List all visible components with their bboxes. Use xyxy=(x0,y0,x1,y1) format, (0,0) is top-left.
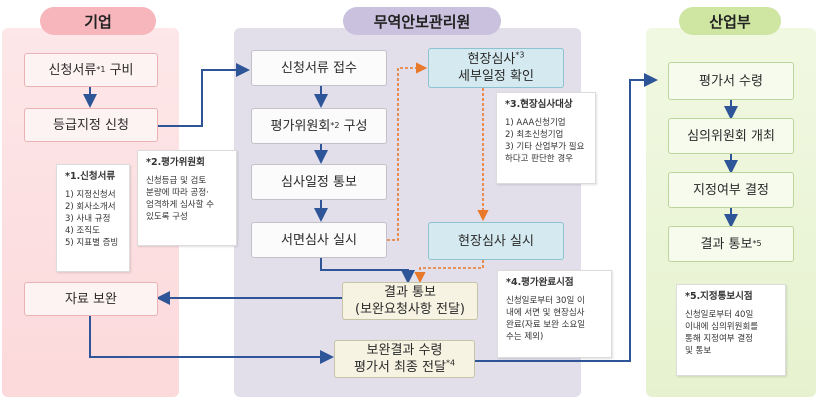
note-documents-line: 1) 지정신청서 xyxy=(65,190,116,200)
site-schedule-line2: 세부일정 확인 xyxy=(458,69,534,84)
docs-receive-text: 신청서류 접수 xyxy=(281,60,357,76)
site-schedule-line1: 현장심사 xyxy=(467,52,516,67)
eval-receive-text: 평가서 수령 xyxy=(699,73,763,89)
company-header: 기업 xyxy=(40,7,156,35)
result-notice-line2: (보완요청사항 전달) xyxy=(355,302,465,317)
note-eval-complete-line: 내에 서면 및 현장심사 xyxy=(506,308,585,318)
institute-header: 무역안보관리원 xyxy=(343,7,501,35)
arrow-apply-to-receive xyxy=(158,63,250,127)
written-review-text: 서면심사 실시 xyxy=(281,232,357,248)
note-eval-complete: *4.평가완료시점 신청일로부터 30일 이 내에 서면 및 현장심사 완료(자… xyxy=(497,270,612,358)
site-exec-text: 현장심사 실시 xyxy=(458,233,534,249)
note-eval-complete-title: *4.평가완료시점 xyxy=(506,277,574,288)
final-delivery-line2-wrap: 평가서 최종 전달*4 xyxy=(354,359,455,376)
note-site-target-line: 하다고 판단한 경우 xyxy=(505,154,573,164)
grade-apply-text: 등급지정 신청 xyxy=(53,117,129,133)
committee-form-text: 평가위원회 xyxy=(270,118,331,134)
note-documents-line: 2) 회사소개서 xyxy=(65,202,116,212)
note-committee-line: 엄격하게 심사할 수 xyxy=(146,200,214,210)
final-delivery-sup: *4 xyxy=(445,358,456,368)
result-notify-text: 결과 통보 xyxy=(700,236,753,252)
note-eval-complete-line: 수는 제외) xyxy=(506,332,544,342)
note-site-target-line: 2) 최초신청기업 xyxy=(505,130,564,140)
final-delivery-box: 보완결과 수령 평가서 최종 전달*4 xyxy=(334,340,475,378)
schedule-notify-text: 심사일정 통보 xyxy=(281,174,357,190)
ministry-header: 산업부 xyxy=(679,7,781,35)
note-committee-line: 신청등급 및 검토 xyxy=(146,176,207,186)
note-eval-complete-line: 신청일로부터 30일 이 xyxy=(506,296,585,306)
note-documents-line: 4) 조직도 xyxy=(65,226,100,236)
note-designation-line: 및 통보 xyxy=(685,346,712,356)
review-meeting-box: 심의위원회 개최 xyxy=(668,118,794,154)
data-supplement-text: 자료 보완 xyxy=(65,291,117,307)
site-exec-box: 현장심사 실시 xyxy=(428,222,564,260)
committee-form-box: 평가위원회*2 구성 xyxy=(251,108,387,144)
eval-receive-box: 평가서 수령 xyxy=(668,62,794,100)
data-supplement-box: 자료 보완 xyxy=(24,282,158,316)
result-notice-box: 결과 통보 (보완요청사항 전달) xyxy=(342,282,478,320)
final-delivery-line2: 평가서 최종 전달 xyxy=(353,360,446,375)
arrow-supplement-to-final xyxy=(89,316,334,364)
note-documents-title: *1.신청서류 xyxy=(65,171,116,182)
note-designation-line: 이내에 심의위원회를 xyxy=(685,322,759,332)
note-designation-title: *5.지정통보시점 xyxy=(685,291,753,302)
schedule-notify-box: 심사일정 통보 xyxy=(251,164,387,200)
designation-decision-box: 지정여부 결정 xyxy=(668,172,794,208)
site-schedule-box: 현장심사*3 세부일정 확인 xyxy=(428,48,564,88)
site-schedule-sup: *3 xyxy=(515,50,525,60)
result-notice-line1: 결과 통보 xyxy=(384,285,436,300)
note-documents-line: 3) 사내 규정 xyxy=(65,214,111,224)
docs-prepare-after: 구비 xyxy=(105,62,134,78)
note-site-target: *3.현장심사대상 1) AAA신청기업 2) 최초신청기업 3) 기타 산업부… xyxy=(496,92,596,184)
note-eval-complete-line: 완료(자료 보완 소요일 xyxy=(506,320,586,330)
note-designation-line: 통해 지정여부 결정 xyxy=(685,334,753,344)
note-site-target-line: 3) 기타 산업부가 필요 xyxy=(505,142,585,152)
note-committee: *2.평가위원회 신청등급 및 검토 분량에 따라 공정· 엄격하게 심사할 수… xyxy=(137,150,237,246)
arrow-final-to-ministry xyxy=(475,73,658,362)
note-committee-line: 분량에 따라 공정· xyxy=(146,188,209,198)
docs-prepare-text: 신청서류 xyxy=(48,62,97,78)
note-site-target-title: *3.현장심사대상 xyxy=(505,99,573,110)
arrow-written-to-site-schedule xyxy=(387,62,428,241)
note-documents: *1.신청서류 1) 지정신청서 2) 회사소개서 3) 사내 규정 4) 조직… xyxy=(56,164,130,272)
docs-prepare-box: 신청서류*1 구비 xyxy=(24,53,158,87)
arrow-written-to-result xyxy=(320,258,415,284)
written-review-box: 서면심사 실시 xyxy=(251,222,387,258)
final-delivery-line1: 보완결과 수령 xyxy=(366,343,443,358)
designation-decision-text: 지정여부 결정 xyxy=(693,182,769,198)
note-documents-line: 5) 지표별 증빙 xyxy=(65,238,119,248)
note-designation-line: 신청일로부터 40일 xyxy=(685,310,754,320)
site-schedule-line1-wrap: 현장심사*3 xyxy=(468,51,525,68)
note-site-target-line: 1) AAA신청기업 xyxy=(505,118,566,128)
docs-receive-box: 신청서류 접수 xyxy=(251,50,387,86)
review-meeting-text: 심의위원회 개최 xyxy=(687,128,775,144)
note-committee-line: 있도록 구성 xyxy=(146,212,188,222)
committee-form-after: 구성 xyxy=(339,118,368,134)
grade-apply-box: 등급지정 신청 xyxy=(24,108,158,142)
note-committee-title: *2.평가위원회 xyxy=(146,157,205,168)
result-notify-box: 결과 통보*5 xyxy=(668,226,794,262)
arrow-site-exec-to-result xyxy=(414,260,484,284)
note-designation: *5.지정통보시점 신청일로부터 40일 이내에 심의위원회를 통해 지정여부 … xyxy=(676,284,786,376)
